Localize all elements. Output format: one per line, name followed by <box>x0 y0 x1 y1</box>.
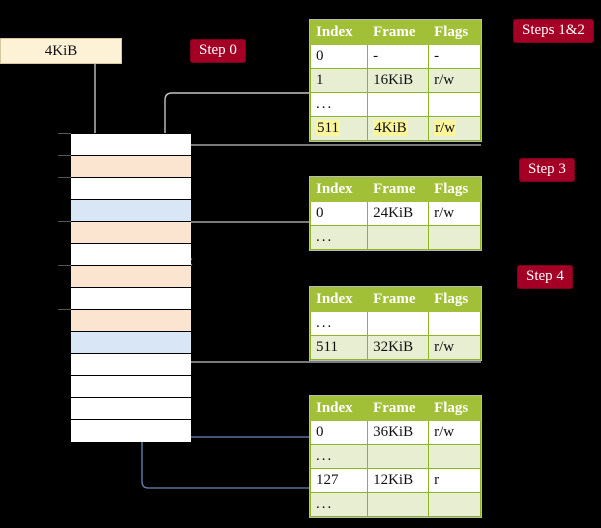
cell-frame <box>367 492 430 517</box>
cell-frame <box>367 225 430 250</box>
column-header-flags: Flags <box>428 177 481 202</box>
ellipsis-marker: ... <box>316 448 334 464</box>
badge-step-0: Step 0 <box>190 39 246 63</box>
table-row[interactable]: ... <box>309 444 481 469</box>
cell-frame: 16KiB <box>367 68 430 93</box>
cell-index: ... <box>309 444 369 469</box>
cell-flags: r/w <box>428 201 481 226</box>
badge-step-4: Step 4 <box>517 265 573 289</box>
source-frame-label: 4KiB <box>44 42 78 59</box>
memory-frame-row <box>71 310 191 332</box>
cell-frame <box>367 92 430 117</box>
ellipsis-marker: ... <box>316 96 334 112</box>
cell-frame: 36KiB <box>367 420 430 445</box>
cell-index: 1 <box>309 68 369 93</box>
memory-tick-mark <box>58 309 71 310</box>
cell-frame: - <box>367 44 430 69</box>
badge-step-3: Step 3 <box>519 158 575 182</box>
memory-frame-row <box>71 354 191 376</box>
cell-index: ... <box>309 311 369 336</box>
memory-tick-mark <box>58 155 71 156</box>
ellipsis-marker: ... <box>316 496 334 512</box>
memory-frame-row <box>71 376 191 398</box>
column-header-frame: Frame <box>367 287 430 312</box>
cell-index: ... <box>309 492 369 517</box>
cell-flags: r <box>428 468 481 493</box>
table-row[interactable]: ... <box>309 225 481 250</box>
column-header-frame: Frame <box>367 396 430 421</box>
cell-flags: r/w <box>428 420 481 445</box>
memory-frame-row <box>71 200 191 222</box>
memory-frame-row <box>71 244 191 266</box>
memory-tick-mark <box>58 177 71 178</box>
column-header-frame: Frame <box>367 177 430 202</box>
table-row[interactable]: 0-- <box>309 44 481 69</box>
cell-index: ... <box>309 92 369 117</box>
memory-tick-mark <box>58 221 71 222</box>
column-header-flags: Flags <box>428 20 481 45</box>
memory-tick-mark <box>58 133 71 134</box>
cell-index: ... <box>309 225 369 250</box>
table-row[interactable]: 511 4KiB r/w <box>309 116 481 141</box>
cell-index: 511 <box>309 116 369 141</box>
cell-frame: 12KiB <box>367 468 430 493</box>
cell-frame: 4KiB <box>367 116 430 141</box>
table-row[interactable]: ... <box>309 92 481 117</box>
column-header-index: Index <box>309 177 369 202</box>
ellipsis-marker: ... <box>316 315 334 331</box>
column-header-flags: Flags <box>428 396 481 421</box>
memory-tick-mark <box>58 265 71 266</box>
table-row[interactable]: ... <box>309 492 481 517</box>
cell-flags <box>428 311 481 336</box>
cell-flags <box>428 92 481 117</box>
cell-index: 0 <box>309 201 369 226</box>
memory-frame-row <box>71 156 191 178</box>
memory-frame-row <box>71 332 191 354</box>
cell-flags: r/w <box>428 335 481 360</box>
memory-frame-row <box>71 266 191 288</box>
column-header-index: Index <box>309 396 369 421</box>
table-row[interactable]: ... <box>309 311 481 336</box>
cell-frame <box>367 444 430 469</box>
cell-frame: 24KiB <box>367 201 430 226</box>
memory-frame-row <box>71 134 191 156</box>
cell-flags: r/w <box>428 68 481 93</box>
physical-memory-column <box>70 133 191 442</box>
source-frame-box: 4KiB <box>0 38 122 64</box>
cell-index: 0 <box>309 420 369 445</box>
memory-frame-row <box>71 288 191 310</box>
memory-frame-row <box>71 398 191 420</box>
cell-flags <box>428 444 481 469</box>
ellipsis-marker: ... <box>316 229 334 245</box>
cell-index: 127 <box>309 468 369 493</box>
cell-flags <box>428 225 481 250</box>
column-header-flags: Flags <box>428 287 481 312</box>
cell-flags: r/w <box>428 116 481 141</box>
memory-frame-row <box>71 178 191 200</box>
cell-frame: 32KiB <box>367 335 430 360</box>
memory-frame-row <box>71 222 191 244</box>
cell-frame <box>367 311 430 336</box>
cell-flags: - <box>428 44 481 69</box>
cell-index: 511 <box>309 335 369 360</box>
badge-steps-1-2: Steps 1&2 <box>513 19 594 43</box>
column-header-index: Index <box>309 20 369 45</box>
column-header-frame: Frame <box>367 20 430 45</box>
highlighted-value: 511 <box>316 120 340 136</box>
column-header-index: Index <box>309 287 369 312</box>
memory-frame-row <box>71 420 191 442</box>
cell-flags <box>428 492 481 517</box>
cell-index: 0 <box>309 44 369 69</box>
highlighted-value: 4KiB <box>373 120 408 136</box>
highlighted-value: r/w <box>434 120 457 136</box>
